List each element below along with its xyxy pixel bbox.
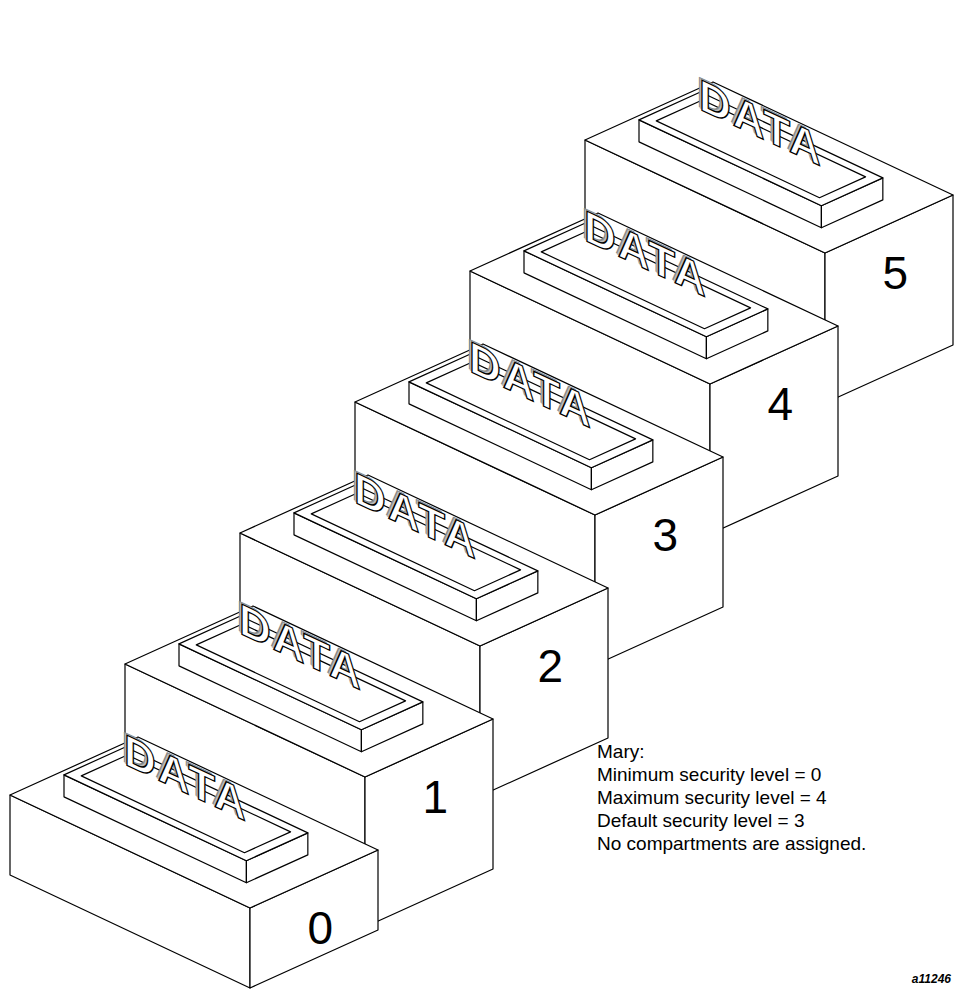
note-line: Minimum security level = 0 — [597, 763, 866, 786]
level-number: 1 — [423, 774, 449, 820]
note-line: Mary: — [597, 740, 866, 763]
data-tray: DATA — [60, 705, 312, 887]
user-note: Mary:Minimum security level = 0Maximum s… — [597, 740, 866, 855]
note-line: No compartments are assigned. — [597, 832, 866, 855]
level-number: 3 — [653, 512, 679, 558]
level-number: 5 — [883, 250, 909, 296]
note-line: Default security level = 3 — [597, 809, 866, 832]
level-number: 4 — [768, 381, 794, 427]
data-tray: DATA — [175, 574, 427, 756]
figure-id: a11246 — [912, 972, 951, 986]
level-number: 2 — [538, 643, 564, 689]
note-line: Maximum security level = 4 — [597, 786, 866, 809]
data-tray: DATA — [405, 312, 657, 494]
data-tray: DATA — [290, 443, 542, 625]
level-number: 0 — [308, 905, 334, 951]
data-tray: DATA — [520, 181, 772, 363]
data-tray: DATA — [635, 50, 887, 232]
